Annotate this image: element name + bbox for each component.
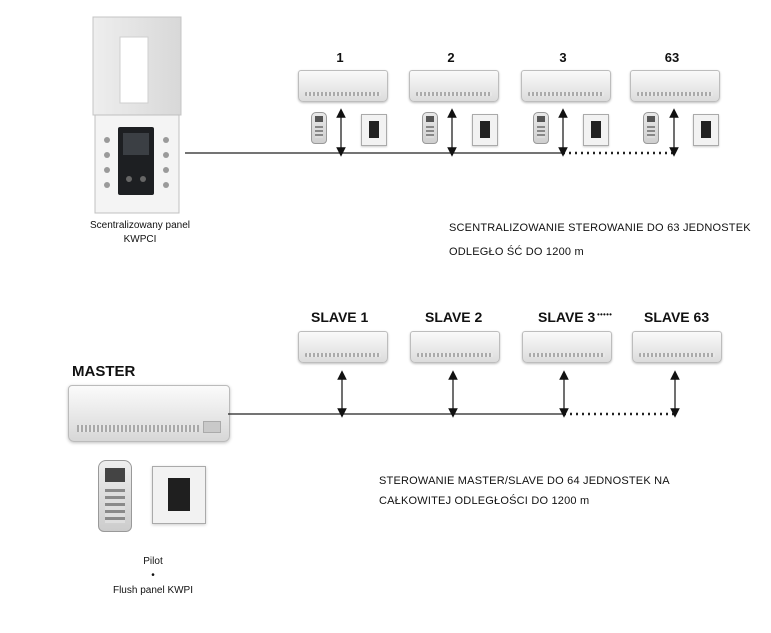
bottom-note-line1: STEROWANIE MASTER/SLAVE DO 64 JEDNOSTEK … [379, 475, 670, 487]
slave-unit-3 [522, 331, 612, 363]
remote-icon-63 [643, 112, 659, 144]
slave-unit-1 [298, 331, 388, 363]
central-panel-device [90, 15, 185, 215]
slave-label-2: SLAVE 2 [425, 309, 483, 325]
slave-label-3: SLAVE 3 [538, 309, 596, 325]
indoor-unit-3 [521, 70, 611, 102]
slave-unit-63 [632, 331, 722, 363]
caption-bullet: • [151, 570, 155, 581]
remote-icon-1 [311, 112, 327, 144]
slave-label-63: SLAVE 63 [644, 309, 710, 325]
unit-number-1: 1 [336, 50, 344, 65]
slave-label-1: SLAVE 1 [311, 309, 369, 325]
indoor-unit-63 [630, 70, 720, 102]
remote-icon-2 [422, 112, 438, 144]
central-panel-graphic [92, 16, 182, 214]
unit-number-63: 63 [664, 50, 680, 65]
unit-number-2: 2 [447, 50, 455, 65]
wall-panel-icon-1 [361, 114, 387, 146]
wall-panel-icon-2 [472, 114, 498, 146]
caption-pilot: Pilot [143, 556, 163, 567]
master-label: MASTER [72, 363, 136, 380]
wall-panel-icon-63 [693, 114, 719, 146]
indoor-unit-2 [409, 70, 499, 102]
panel-caption-line2: KWPCI [123, 234, 157, 245]
caption-flush-panel: Flush panel KWPI [112, 585, 194, 596]
master-unit [68, 385, 230, 442]
unit-number-3: 3 [559, 50, 567, 65]
slave-unit-2 [410, 331, 500, 363]
master-unit-vent [77, 425, 199, 432]
wall-panel-icon-3 [583, 114, 609, 146]
top-note-line1: SCENTRALIZOWANIE STEROWANIE DO 63 JEDNOS… [449, 222, 751, 234]
slave-ellipsis: • • • • • [597, 310, 612, 319]
remote-icon-3 [533, 112, 549, 144]
bottom-note-line2: CAŁKOWITEJ ODLEGŁOŚCI DO 1200 m [379, 495, 590, 507]
master-flush-panel-icon [152, 466, 206, 524]
master-unit-display [203, 421, 221, 433]
master-remote-icon [98, 460, 132, 532]
panel-caption-line1: Scentralizowany panel [89, 220, 191, 231]
indoor-unit-1 [298, 70, 388, 102]
top-note-line2: ODLEGŁO ŚĆ DO 1200 m [449, 246, 584, 258]
